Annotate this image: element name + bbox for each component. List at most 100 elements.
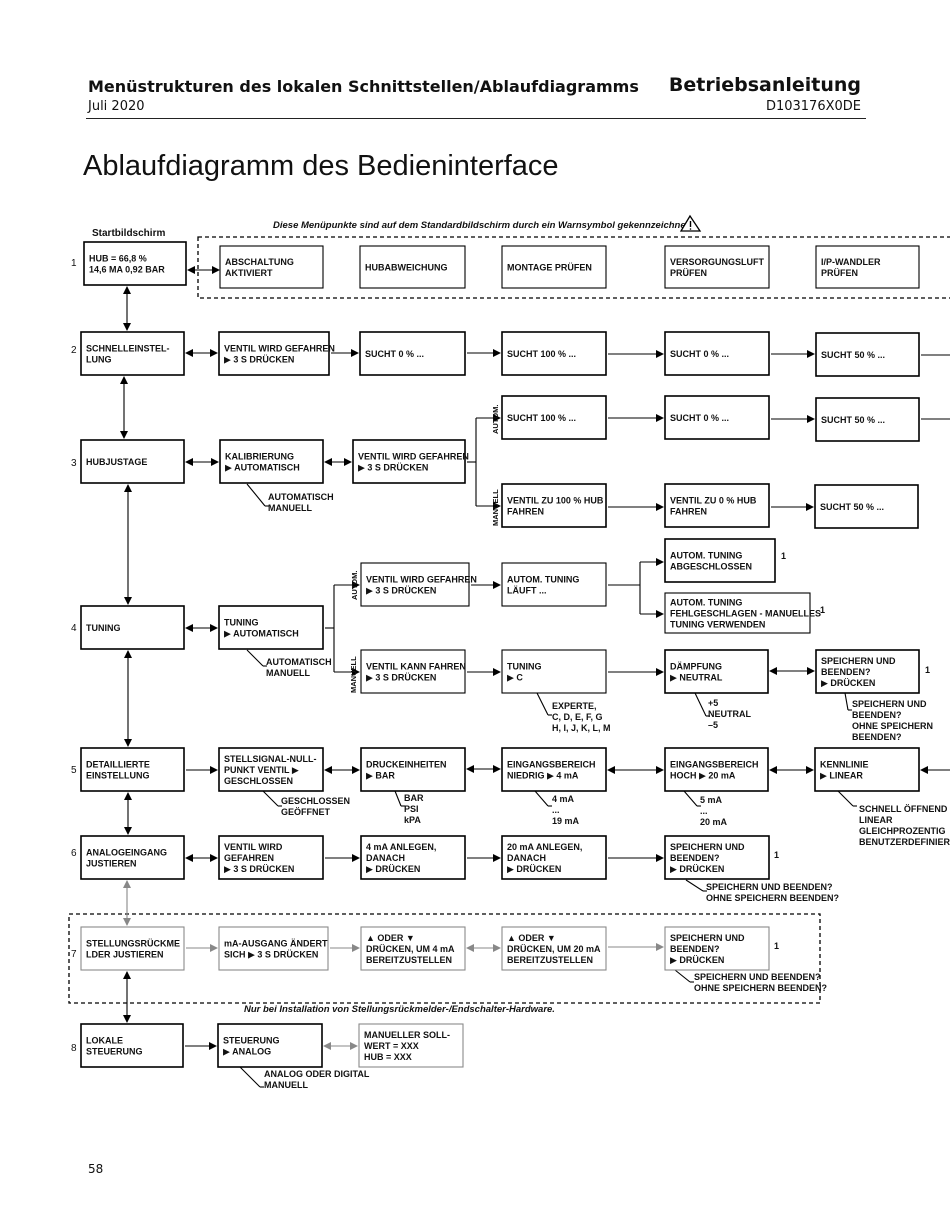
menu-box-r3a: KALIBRIERUNG▶ AUTOMATISCH	[219, 439, 324, 484]
menu-box-text: 4 mA ANLEGEN,	[366, 842, 436, 852]
menu-box-text: SCHNELLEINSTEL-	[86, 343, 170, 353]
row-number: 8	[71, 1043, 77, 1054]
option-text: 20 mA	[700, 817, 728, 827]
option-text: ...	[700, 806, 708, 816]
row-number: 4	[71, 623, 77, 634]
option-leader	[837, 790, 854, 807]
option-leader	[534, 790, 549, 807]
menu-box-text: AKTIVIERT	[225, 268, 273, 278]
footnote-marker: 1	[774, 850, 779, 860]
option-list-o6: SPEICHERN UND BEENDEN?OHNE SPEICHERN BEE…	[706, 882, 839, 903]
menu-box-text: ▶ NEUTRAL	[670, 672, 723, 682]
option-text: AUTOMATISCH	[268, 492, 334, 502]
menu-box-text: DÄMPFUNG	[670, 661, 722, 671]
menu-box-text: ▶ DRÜCKEN	[670, 955, 724, 965]
option-list-o7: SPEICHERN UND BEENDEN?OHNE SPEICHERN BEE…	[694, 972, 827, 993]
option-text: PSI	[404, 804, 419, 814]
menu-box-text: ▶ DRÜCKEN	[507, 864, 561, 874]
option-leader	[246, 483, 266, 507]
option-text: NEUTRAL	[708, 709, 751, 719]
branch-label-autom: AUTOM.	[350, 571, 359, 600]
menu-box-text: SUCHT 0 % ...	[670, 413, 729, 423]
menu-box-r8a: STEUERUNG▶ ANALOG	[217, 1023, 323, 1068]
menu-box-r3h: SUCHT 50 % ...	[814, 484, 919, 529]
row-number: 7	[71, 949, 77, 960]
menu-box-text: ▶ LINEAR	[820, 770, 863, 780]
menu-box-text: SPEICHERN UND	[821, 656, 896, 666]
option-text: ...	[552, 805, 560, 815]
option-text: EXPERTE,	[552, 701, 597, 711]
menu-box-text: AUTOM. TUNING	[507, 574, 579, 584]
menu-box-text: 20 mA ANLEGEN,	[507, 842, 582, 852]
menu-box-text: ▶ DRÜCKEN	[821, 678, 875, 688]
option-leader	[674, 969, 691, 983]
row-number: 2	[71, 345, 77, 356]
option-text: 5 mA	[700, 795, 723, 805]
warning-triangle-icon	[679, 214, 702, 232]
option-list-o4b: EXPERTE,C, D, E, F, GH, I, J, K, L, M	[552, 701, 611, 733]
menu-box-text: MONTAGE PRÜFEN	[507, 262, 592, 272]
menu-box-text: VENTIL KANN FAHREN	[366, 661, 466, 671]
menu-box-text: EINGANGSBEREICH	[670, 759, 759, 769]
hardware-note: Nur bei Installation von Stellungsrückme…	[244, 1004, 555, 1015]
option-text: GLEICHPROZENTIG	[859, 826, 946, 836]
option-leader	[844, 692, 849, 711]
menu-box-text: ▲ ODER ▼	[366, 933, 415, 943]
menu-box-text: DRÜCKEN, UM 20 mA	[507, 944, 601, 954]
menu-box-text: ▶ 3 S DRÜCKEN	[224, 354, 294, 364]
option-text: C, D, E, F, G	[552, 712, 603, 722]
menu-box-r2a: VENTIL WIRD GEFAHREN▶ 3 S DRÜCKEN	[218, 331, 335, 376]
menu-box-text: EINSTELLUNG	[86, 770, 150, 780]
menu-box-text: STEUERUNG	[86, 1046, 143, 1056]
menu-box-text: TUNING VERWENDEN	[670, 619, 765, 629]
menu-box-r2d: SUCHT 0 % ...	[664, 331, 770, 376]
menu-box-text: SUCHT 100 % ...	[507, 349, 576, 359]
option-text: ANALOG ODER DIGITAL	[264, 1069, 370, 1079]
menu-box-text: KALIBRIERUNG	[225, 451, 294, 461]
menu-box-text: BEREITZUSTELLEN	[507, 955, 593, 965]
menu-box-text: MANUELLER SOLL-	[364, 1030, 450, 1040]
menu-box-text: ▶ C	[507, 672, 523, 682]
footnote-marker: 1	[925, 665, 930, 675]
menu-box-text: VENTIL WIRD GEFAHREN	[358, 451, 469, 461]
footnote-marker: 1	[774, 941, 779, 951]
row-number: 6	[71, 848, 77, 859]
branch-label-manuell: MANUELL	[491, 489, 500, 526]
option-text: AUTOMATISCH	[266, 657, 332, 667]
menu-box-text: HUBJUSTAGE	[86, 457, 147, 467]
option-text: 19 mA	[552, 816, 580, 826]
option-text: BAR	[404, 793, 424, 803]
menu-box-text: DRÜCKEN, UM 4 mA	[366, 944, 455, 954]
menu-box-text: ABGESCHLOSSEN	[670, 561, 752, 571]
menu-box-text: BEENDEN?	[670, 944, 720, 954]
option-leader	[246, 649, 264, 667]
option-text: +5	[708, 698, 718, 708]
menu-box-text: STELLUNGSRÜCKME	[86, 938, 180, 948]
menu-box-b1: HUB = 66,8 %14,6 MA 0,92 BAR	[83, 241, 187, 286]
menu-box-text: FAHREN	[670, 506, 707, 516]
menu-box-r5a: STELLSIGNAL-NULL-PUNKT VENTIL ▶GESCHLOSS…	[218, 747, 324, 792]
option-text: H, I, J, K, L, M	[552, 723, 611, 733]
menu-box-text: VENTIL ZU 0 % HUB	[670, 495, 757, 505]
menu-box-text: SUCHT 0 % ...	[365, 349, 424, 359]
row-number: 1	[71, 258, 77, 269]
menu-box-text: ▶ 3 S DRÜCKEN	[366, 672, 436, 682]
menu-box-text: TUNING	[224, 617, 259, 627]
option-list-o5d: 5 mA...20 mA	[700, 795, 728, 827]
menu-box-text: BEENDEN?	[670, 853, 720, 863]
menu-box-r3d: SUCHT 0 % ...	[664, 395, 770, 440]
menu-box-r3b: VENTIL WIRD GEFAHREN▶ 3 S DRÜCKEN	[352, 439, 469, 484]
